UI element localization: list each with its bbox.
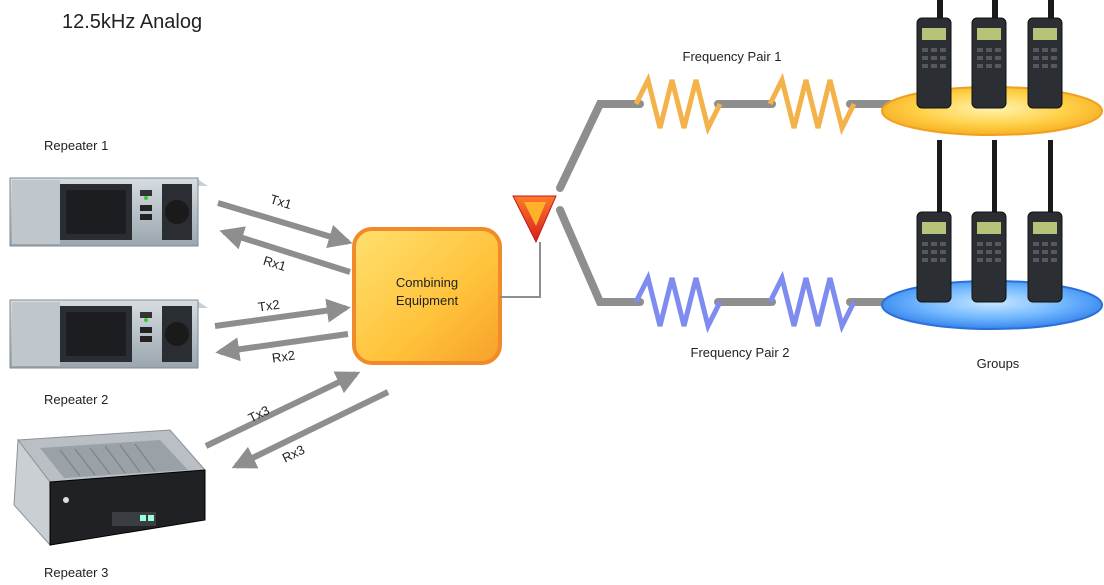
frequency-pair-1-label: Frequency Pair 1 (683, 49, 782, 64)
diagram-title: 12.5kHz Analog (62, 11, 202, 33)
rx2-arrow (215, 331, 349, 362)
repeater-1: Repeater 1 (9, 138, 208, 247)
group-2-radios (916, 140, 1063, 303)
repeater-3: Repeater 3 (13, 429, 207, 580)
combiner-label-line1: Combining (396, 275, 458, 290)
rx1-label: Rx1 (261, 253, 288, 274)
zigzag-wave-icon (767, 270, 857, 334)
group-1-radios (916, 0, 1063, 109)
branch-upper (556, 100, 644, 192)
tx1-arrow (217, 200, 353, 248)
radio-icon (971, 0, 1007, 109)
repeater-1-label: Repeater 1 (44, 138, 108, 153)
branch-lower (556, 206, 644, 306)
tx3-label: Tx3 (246, 403, 272, 426)
rx1-arrow (219, 226, 351, 275)
tx2-arrow (214, 298, 351, 329)
antenna-icon (512, 195, 557, 244)
combiner-feed-line (500, 242, 541, 298)
tx3-arrow (204, 371, 361, 449)
frequency-pair-2-signal (633, 270, 857, 334)
radio-icon (1027, 0, 1063, 109)
rack-repeater-icon (9, 299, 208, 369)
repeater-2-label: Repeater 2 (44, 392, 108, 407)
repeater-3-label: Repeater 3 (44, 565, 108, 580)
groups-label: Groups (977, 356, 1020, 371)
link-arrows (204, 200, 390, 469)
chassis-repeater-icon (13, 429, 207, 547)
combining-equipment: Combining Equipment (352, 227, 502, 365)
radio-icon (916, 0, 952, 109)
zigzag-wave-icon (633, 270, 723, 334)
frequency-pair-2-label: Frequency Pair 2 (691, 345, 790, 360)
radio-icon (916, 140, 952, 303)
zigzag-wave-icon (633, 72, 723, 136)
repeater-2: Repeater 2 (9, 299, 208, 407)
radio-icon (971, 140, 1007, 303)
rx2-label: Rx2 (271, 348, 296, 366)
tx2-label: Tx2 (257, 297, 281, 315)
zigzag-wave-icon (767, 72, 857, 136)
rack-repeater-icon (9, 177, 208, 247)
frequency-pair-1-signal (633, 72, 857, 136)
rx3-arrow (231, 389, 390, 469)
combiner-label-line2: Equipment (396, 293, 459, 308)
radio-icon (1027, 140, 1063, 303)
tx1-label: Tx1 (268, 191, 293, 212)
branch-lines (556, 100, 894, 306)
